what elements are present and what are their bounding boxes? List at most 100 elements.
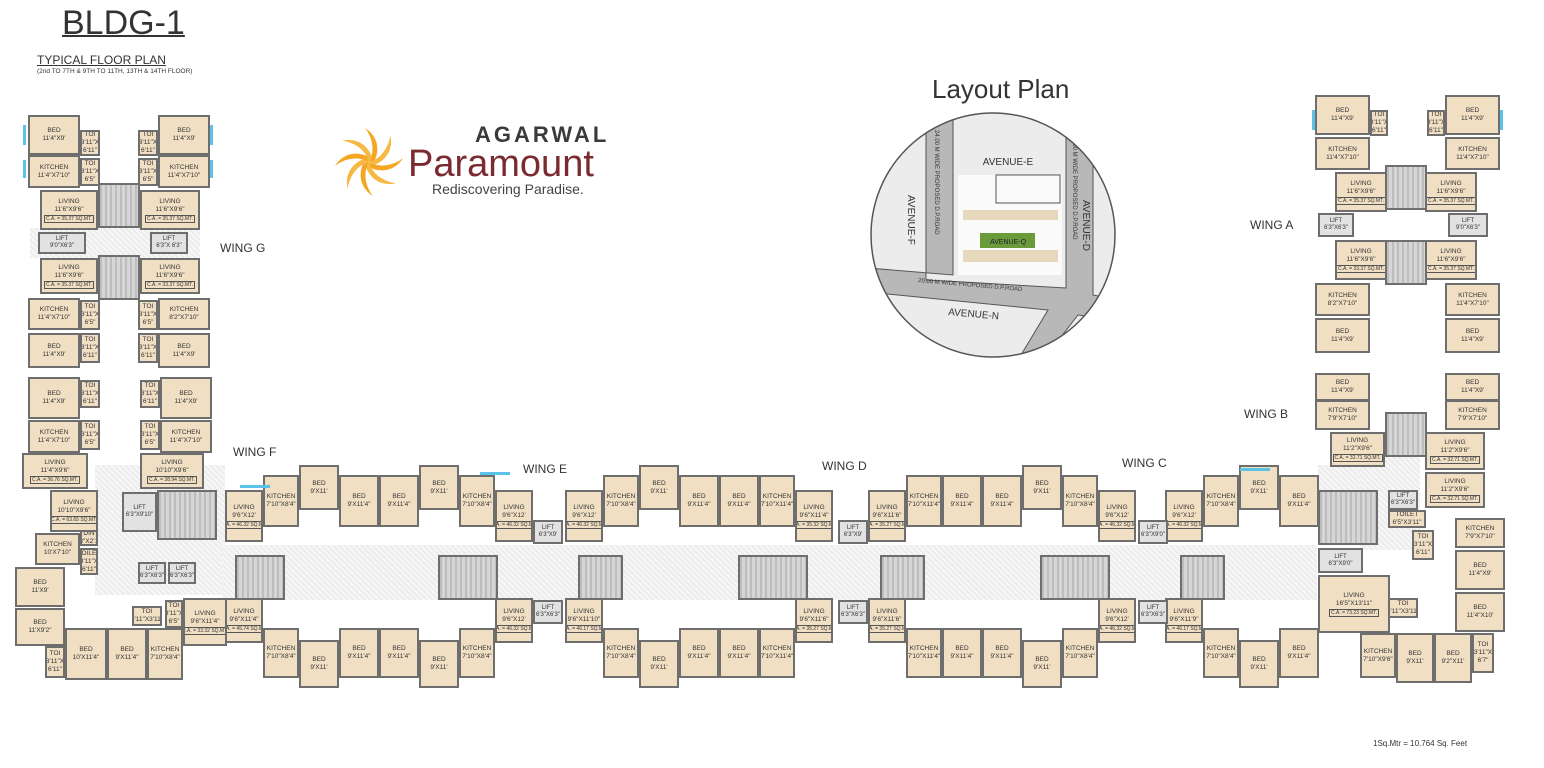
room-label: KITCHEN [1328, 145, 1357, 153]
room-dimension: 9'X11'4" [950, 501, 974, 508]
carpet-area: C.A. = 35.37 SQ.MT. [145, 214, 195, 223]
room-label: TOI [84, 382, 96, 389]
room-dimension: 7'10"X8'4" [1206, 501, 1236, 508]
room-label: KITCHEN [266, 493, 296, 500]
room-dimension: 10'X7'10" [43, 549, 72, 556]
avenue-q-label: AVENUE-Q [990, 239, 1027, 246]
wing-label: WING C [1122, 456, 1167, 470]
room-label: LIVING [573, 503, 595, 511]
room-dimension: 7'9"X7'10" [1465, 533, 1495, 540]
carpet-area: C.A. = 33.37 SQ.MT. [145, 280, 195, 289]
room-dimension: 9'X11'4" [347, 653, 371, 660]
carpet-area: C.A. = 38.94 SQ.MT. [147, 475, 197, 484]
room-label: TOI [84, 160, 96, 167]
carpet-area: C.A. = 63.65 SQ.MT. [51, 515, 97, 524]
room-label: LIVING [1444, 438, 1466, 446]
room-label: LIVING [233, 608, 255, 615]
room-label: TOI [142, 303, 154, 310]
window [1240, 468, 1270, 471]
wing-label: WING A [1250, 218, 1294, 232]
room-label: BED [177, 342, 191, 350]
room-label: KITCHEN [1363, 647, 1393, 655]
room-label: TOI [141, 608, 153, 615]
room-label: KITCHEN [1206, 645, 1236, 652]
room-label: TOI [142, 160, 154, 167]
room-label: BED [179, 390, 193, 397]
room-label: BED [352, 645, 366, 652]
wing-label: WING E [523, 462, 567, 476]
window [240, 485, 270, 488]
lift-label: LIFT [846, 525, 860, 531]
room-label: BED [392, 493, 406, 500]
room-dimension: 9'6"X12' [1105, 511, 1129, 519]
room-dimension: 11'4"X9' [1330, 335, 1355, 343]
room-dimension: 7'10"X8'4" [266, 653, 296, 660]
room-dimension: 11'6"X9'6" [54, 271, 84, 279]
carpet-area: C.A. = 46.17 SQ.MT. [567, 625, 601, 633]
carpet-area: C.A. = 33.37 SQ.MT. [1337, 264, 1385, 273]
room-dimension: 11'6"X9'6" [54, 205, 84, 213]
room-dimension: 11'2"X9'6" [1440, 485, 1470, 493]
carpet-area: C.A. = 32.71 SQ.MT. [1430, 494, 1480, 503]
floor-range-note: (2nd TO 7TH & 9TH TO 11TH, 13TH & 14TH F… [37, 68, 193, 75]
layout-plan-map: AVENUE-Q AVENUE-E AVENUE-F AVENUE-D AVEN… [870, 112, 1116, 358]
room-label: KITCHEN [762, 645, 792, 652]
room-dimension: 7'10"X8'4" [462, 501, 492, 508]
room-label: LIVING [1106, 503, 1128, 511]
room-label: BED [47, 127, 61, 134]
room-label: KITCHEN [1328, 291, 1357, 299]
lift-label: LIFT [846, 605, 860, 611]
carpet-area: C.A. = 35.32 SQ.MT. [797, 520, 831, 529]
room-dimension: 11'6"X9'6" [1436, 187, 1466, 195]
room-label: LIVING [58, 197, 80, 205]
room-label: BED [392, 645, 406, 652]
room-dimension: 3'11"X 6'5" [138, 168, 158, 183]
room-label: BED [1473, 562, 1487, 569]
room-label: LIVING [1173, 503, 1195, 511]
room-dimension: 11'4"X7'10" [1456, 153, 1489, 161]
room-dimension: 10'10"X9'6" [155, 466, 189, 474]
room-dimension: 11'4"X7'10" [37, 314, 71, 321]
room-dimension: 9'X11'4" [990, 653, 1014, 660]
plan-subtitle: TYPICAL FLOOR PLAN [37, 53, 166, 67]
room-dimension: 11'X9' [31, 587, 49, 594]
wing-label: WING G [220, 241, 266, 255]
room-dimension: 9'6"X11'6" [799, 616, 829, 623]
room-label: TOI [144, 382, 156, 389]
staircase [1180, 555, 1225, 600]
window [23, 160, 26, 178]
lift-label: LIFT [1396, 493, 1410, 499]
room-label: BED [312, 656, 326, 663]
room-label: KITCHEN [266, 645, 296, 652]
staircase [1318, 490, 1378, 545]
room-dimension: 9'6"X12' [572, 511, 596, 519]
room-label: KITCHEN [150, 646, 180, 653]
room-dimension: 6'5"X3'11" [1392, 519, 1422, 526]
avenue-n-label: AVENUE-N [948, 307, 1000, 322]
room-dimension: 3'11"X 6'5" [138, 311, 158, 326]
